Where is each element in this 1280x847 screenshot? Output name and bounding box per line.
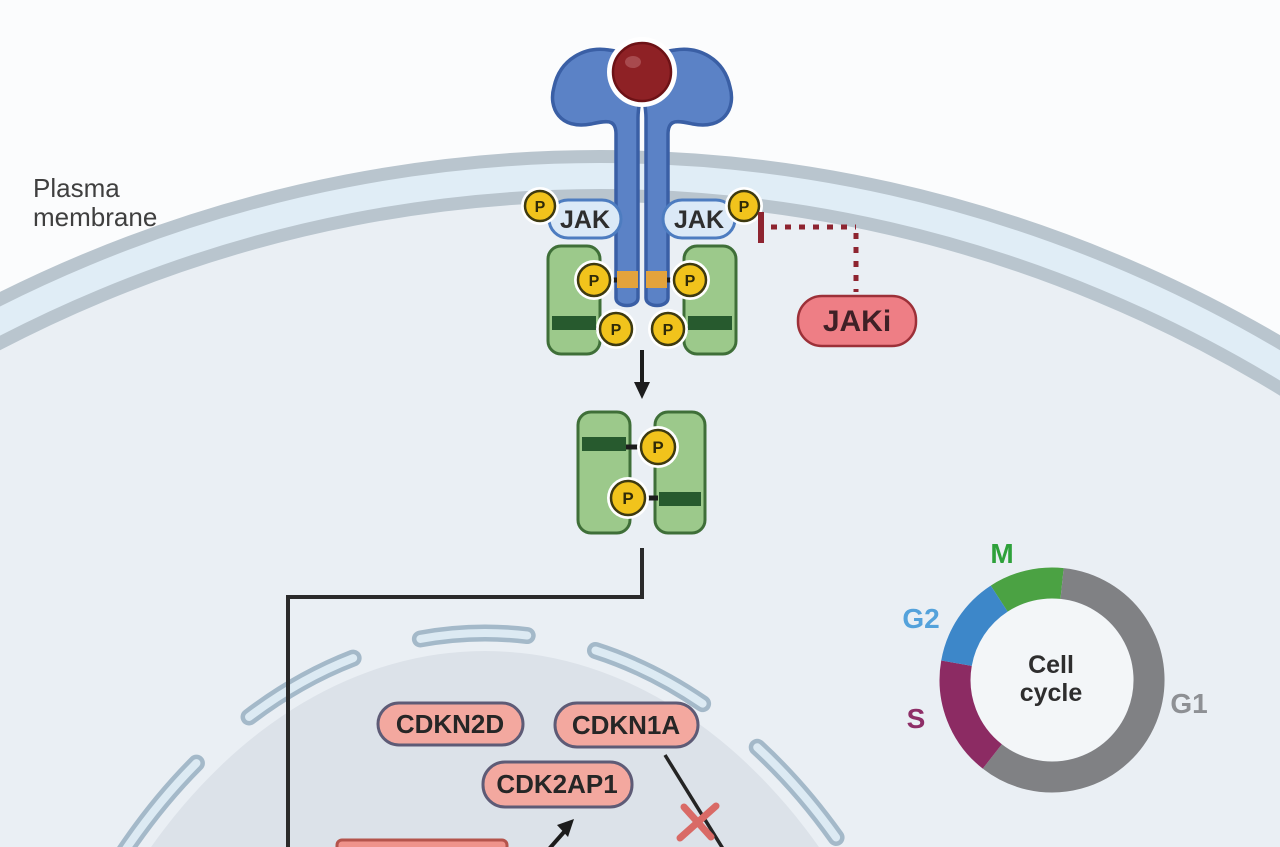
- gene-label-cdkn2d: CDKN2D: [396, 709, 504, 739]
- phosphate-icon: [598, 311, 634, 347]
- phosphate-badge: P: [670, 260, 710, 300]
- plasma-membrane-inner-band: [0, 163, 1280, 381]
- cell-cycle-segment-g2: [941, 585, 1009, 667]
- phosphate-icon: [523, 189, 557, 223]
- up-arrow-shaft: [548, 830, 566, 847]
- cell-cycle-segment-m: [990, 567, 1064, 612]
- partial-gene-box: [335, 838, 509, 847]
- plasma-membrane-label-line2: membrane: [33, 202, 157, 232]
- nucleus: [117, 624, 853, 847]
- phosphate-badge: P: [574, 260, 614, 300]
- receptor-motif-right: [646, 271, 667, 288]
- blocked-x-icon: [680, 803, 715, 841]
- phosphate-icon: [650, 311, 686, 347]
- phosphate-label: P: [535, 199, 546, 216]
- phosphate-badge: P: [637, 426, 679, 468]
- phosphate-label: P: [739, 199, 750, 216]
- nucleus-fill: [151, 651, 819, 847]
- activation-arrow-head: [634, 382, 650, 399]
- gene-box-cdkn1a: [553, 701, 700, 749]
- phosphate-badge: P: [596, 309, 636, 349]
- phase-label-m: M: [990, 538, 1013, 569]
- receptor-motif-left: [617, 271, 638, 288]
- jaki-label: JAKi: [823, 305, 891, 338]
- phosphate-badge: P: [521, 187, 559, 225]
- jaki-box: [796, 294, 918, 348]
- phosphate-icon: [639, 428, 677, 466]
- ligand-highlight: [625, 56, 641, 68]
- up-arrow-head: [557, 819, 574, 837]
- phase-label-g1: G1: [1170, 688, 1207, 719]
- phosphate-label: P: [663, 322, 674, 339]
- gene-label-cdk2ap1: CDK2AP1: [496, 769, 617, 799]
- cell-cycle-hole: [970, 598, 1134, 762]
- phosphate-label: P: [589, 273, 600, 290]
- phosphate-badge: P: [648, 309, 688, 349]
- phosphate-icon: [609, 479, 647, 517]
- activation-arrow: [634, 350, 650, 399]
- stat-left-band: [552, 316, 596, 330]
- cell-cycle-center-line2: cycle: [1020, 679, 1083, 707]
- ligand-icon: [611, 41, 673, 103]
- stat-dimer: P P: [576, 410, 707, 535]
- jak-inhibitor: JAKi: [758, 212, 918, 348]
- blocked-path: [663, 754, 724, 847]
- gene-box-cdk2ap1: [481, 760, 634, 809]
- phosphate-badge: P: [725, 187, 763, 225]
- phosphate-badge: P: [607, 477, 649, 519]
- dimer-left-band: [582, 437, 626, 451]
- receptor-left-chain: [550, 47, 644, 308]
- phosphate-label: P: [685, 273, 696, 290]
- phase-label-g2: G2: [902, 603, 939, 634]
- phosphate-label: P: [622, 489, 633, 508]
- receptor-complex: JAK JAK P P P P: [521, 37, 763, 356]
- cell-cycle-center-line1: Cell: [1028, 651, 1074, 679]
- phosphate-label: P: [652, 438, 663, 457]
- cell-cycle-segment-s: [939, 660, 1003, 769]
- signal-connector-line: [286, 548, 644, 847]
- jak-right-label: JAK: [674, 206, 724, 234]
- cell-cycle-chart: M G2 S G1 Cell cycle: [902, 538, 1208, 793]
- plasma-membrane-label: Plasma membrane: [33, 173, 157, 232]
- stat-right-band: [688, 316, 732, 330]
- gene-boxes: CDKN2D CDKN1A CDK2AP1: [376, 701, 700, 809]
- phosphate-icon: [727, 189, 761, 223]
- gene-label-cdkn1a: CDKN1A: [572, 710, 681, 740]
- gene-box-cdkn2d: [376, 701, 525, 747]
- cell-cycle-ring: [939, 567, 1165, 793]
- phosphate-icon: [672, 262, 708, 298]
- up-arrow: [548, 819, 574, 847]
- phosphate-label: P: [611, 322, 622, 339]
- receptor-right-chain: [640, 47, 734, 308]
- cell-cycle-segment-g1: [982, 568, 1165, 793]
- dimer-right-band: [659, 492, 701, 506]
- blocked-line: [663, 754, 724, 847]
- phosphate-icon: [576, 262, 612, 298]
- plasma-membrane-label-line1: Plasma: [33, 173, 120, 203]
- jak-left-label: JAK: [560, 206, 610, 234]
- phase-label-s: S: [907, 703, 926, 734]
